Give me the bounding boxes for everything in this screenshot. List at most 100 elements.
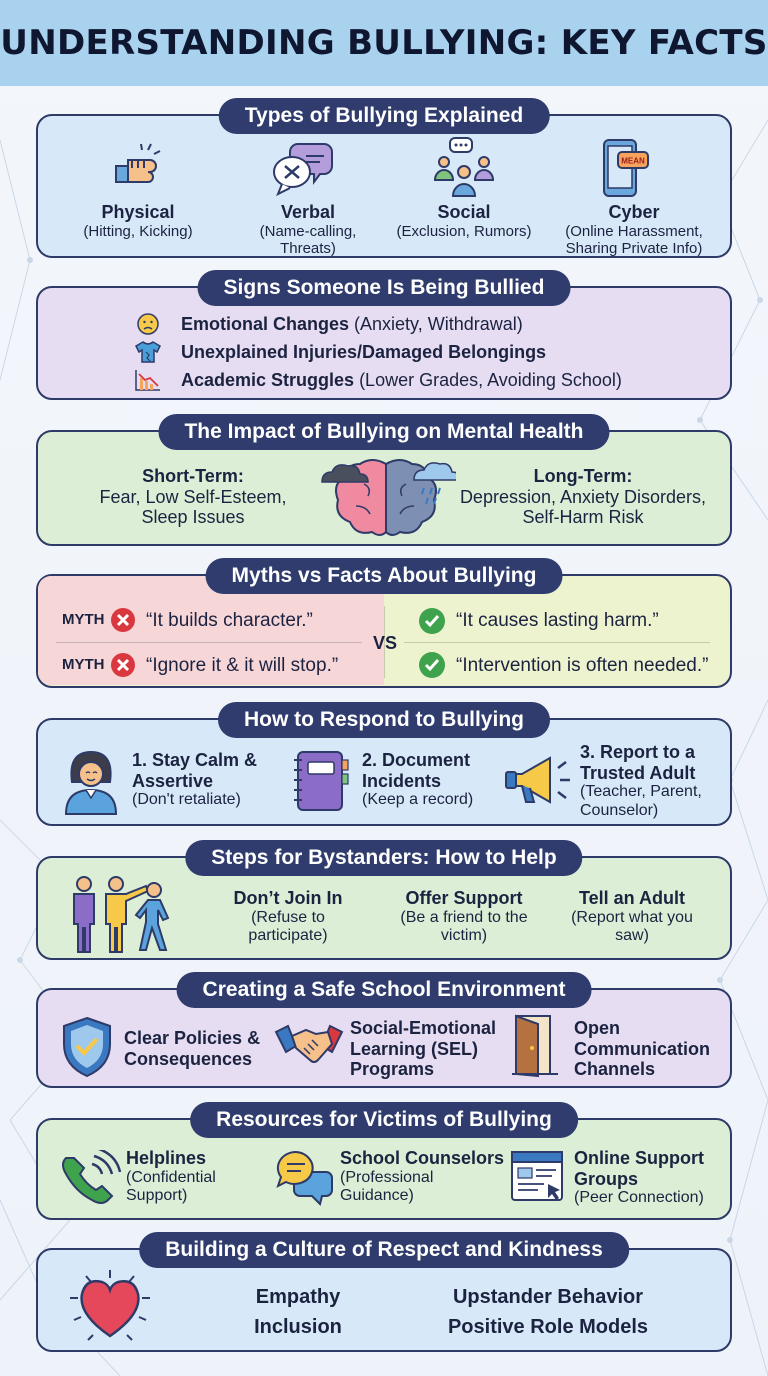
vs-label: VS xyxy=(373,633,398,653)
culture-col-1: Empathy Inclusion xyxy=(208,1282,388,1342)
step-title: 2. Document Incidents xyxy=(362,750,471,791)
torn-shirt-icon xyxy=(134,340,162,364)
type-verbal: Verbal (Name-calling, Threats) xyxy=(228,202,388,257)
chat-bubbles-icon xyxy=(276,1148,334,1206)
sign-bold: Academic Struggles xyxy=(181,370,355,390)
section-heading: The Impact of Bullying on Mental Health xyxy=(158,414,610,450)
sad-face-icon xyxy=(136,312,160,336)
respond-step-2: 2. Document Incidents (Keep a record) xyxy=(362,750,512,810)
fact-text: “Intervention is often needed.” xyxy=(456,655,709,676)
section-resources: Resources for Victims of Bullying Helpli… xyxy=(36,1102,732,1220)
section-heading: Signs Someone Is Being Bullied xyxy=(197,270,571,306)
section-culture: Building a Culture of Respect and Kindne… xyxy=(36,1232,732,1352)
page-title: UNDERSTANDING BULLYING: KEY FACTS xyxy=(0,23,768,63)
item-title: Offer Support xyxy=(405,888,523,908)
long-term-desc: Depression, Anxiety Disorders, Self-Harm… xyxy=(459,486,707,528)
open-door-icon xyxy=(512,1014,562,1078)
speech-bubble-icon xyxy=(270,138,334,198)
bystanders-icon xyxy=(68,874,180,954)
resource-item: School Counselors (Professional Guidance… xyxy=(340,1148,520,1205)
short-term-block: Short-Term: Fear, Low Self-Esteem, Sleep… xyxy=(78,466,308,528)
check-icon xyxy=(418,651,446,679)
item-title: Online Support Groups xyxy=(574,1148,704,1189)
type-label: Cyber xyxy=(608,202,660,222)
sign-item: Academic Struggles (Lower Grades, Avoidi… xyxy=(181,370,622,391)
section-myths: Myths vs Facts About Bullying MYTH “It b… xyxy=(36,558,732,688)
bystander-item: Offer Support (Be a friend to the victim… xyxy=(374,888,554,945)
step-desc: (Keep a record) xyxy=(362,791,474,809)
item-desc: (Be a friend to the victim) xyxy=(400,908,528,945)
long-term-block: Long-Term: Depression, Anxiety Disorders… xyxy=(458,466,708,528)
notebook-icon xyxy=(290,748,350,814)
item-desc: (Confidential Support) xyxy=(126,1168,216,1205)
myth-text: “Ignore it & it will stop.” xyxy=(146,655,339,676)
section-bystanders: Steps for Bystanders: How to Help Don’t … xyxy=(36,840,732,960)
divider xyxy=(384,606,385,678)
section-heading: Creating a Safe School Environment xyxy=(176,972,592,1008)
item-desc: (Refuse to participate) xyxy=(248,908,328,945)
sign-rest: (Lower Grades, Avoiding School) xyxy=(354,370,622,390)
type-physical: Physical (Hitting, Kicking) xyxy=(58,202,218,240)
phone-call-icon xyxy=(58,1150,122,1206)
section-heading: Resources for Victims of Bullying xyxy=(190,1102,578,1138)
sign-rest: (Anxiety, Withdrawal) xyxy=(349,314,523,334)
step-desc: (Teacher, Parent, Counselor) xyxy=(580,783,702,819)
short-term-title: Short-Term: xyxy=(142,466,244,486)
divider xyxy=(56,642,362,643)
calm-person-icon xyxy=(60,746,122,816)
section-respond: How to Respond to Bullying 1. Stay Calm … xyxy=(36,702,732,826)
type-label: Physical xyxy=(101,202,175,222)
section-safe-school: Creating a Safe School Environment Clear… xyxy=(36,972,732,1088)
phone-badge: MEAN xyxy=(621,157,645,166)
type-social: Social (Exclusion, Rumors) xyxy=(384,202,544,240)
item-title: Helplines xyxy=(126,1148,207,1168)
section-signs: Signs Someone Is Being Bullied Emotional… xyxy=(36,270,732,400)
short-term-desc: Fear, Low Self-Esteem, Sleep Issues xyxy=(99,486,287,528)
myth-label: MYTH xyxy=(62,611,105,628)
step-title: 3. Report to a Trusted Adult xyxy=(580,742,696,783)
sign-item: Unexplained Injuries/Damaged Belongings xyxy=(181,342,546,363)
declining-chart-icon xyxy=(134,368,162,392)
resource-item: Helplines (Confidential Support) xyxy=(126,1148,276,1205)
type-desc: (Name-calling, Threats) xyxy=(259,222,357,257)
type-label: Verbal xyxy=(280,202,336,222)
people-group-icon xyxy=(432,136,496,198)
item-title: Tell an Adult xyxy=(579,888,685,908)
culture-value: Empathy xyxy=(255,1286,341,1308)
step-desc: (Don't retaliate) xyxy=(132,791,241,809)
respond-step-3: 3. Report to a Trusted Adult (Teacher, P… xyxy=(580,742,730,820)
brain-storm-icon xyxy=(316,454,456,542)
culture-value: Upstander Behavior xyxy=(452,1286,644,1308)
section-heading: Myths vs Facts About Bullying xyxy=(205,558,563,594)
section-heading: Steps for Bystanders: How to Help xyxy=(185,840,583,876)
shield-check-icon xyxy=(60,1016,114,1078)
item-title: School Counselors xyxy=(340,1148,505,1168)
safe-item: Open Communication Channels xyxy=(574,1018,711,1080)
check-icon xyxy=(418,607,446,635)
myth-panel xyxy=(38,576,384,685)
item-desc: (Peer Connection) xyxy=(574,1189,704,1207)
long-term-title: Long-Term: xyxy=(533,466,633,486)
section-heading: Types of Bullying Explained xyxy=(218,98,550,134)
sign-bold: Unexplained Injuries/Damaged Belongings xyxy=(181,342,547,362)
handshake-icon xyxy=(274,1018,344,1072)
divider xyxy=(404,642,710,643)
phone-icon: MEAN xyxy=(600,138,652,198)
fact-text: “It causes lasting harm.” xyxy=(456,610,659,631)
megaphone-icon xyxy=(504,750,574,810)
safe-item: Clear Policies & Consequences xyxy=(124,1028,261,1069)
bystander-item: Don’t Join In (Refuse to participate) xyxy=(198,888,378,945)
item-title: Don’t Join In xyxy=(233,888,343,908)
respond-step-1: 1. Stay Calm & Assertive (Don't retaliat… xyxy=(132,750,282,810)
section-impact: The Impact of Bullying on Mental Health … xyxy=(36,414,732,546)
sign-item: Emotional Changes (Anxiety, Withdrawal) xyxy=(181,314,523,335)
culture-value: Positive Role Models xyxy=(447,1316,649,1338)
item-desc: (Professional Guidance) xyxy=(340,1168,434,1205)
section-heading: Building a Culture of Respect and Kindne… xyxy=(139,1232,629,1268)
step-title: 1. Stay Calm & Assertive xyxy=(132,750,258,791)
type-label: Social xyxy=(437,202,491,222)
culture-col-2: Upstander Behavior Positive Role Models xyxy=(428,1282,668,1342)
sign-bold: Emotional Changes xyxy=(181,314,350,334)
heart-icon xyxy=(64,1264,156,1348)
type-desc: (Hitting, Kicking) xyxy=(83,222,193,240)
